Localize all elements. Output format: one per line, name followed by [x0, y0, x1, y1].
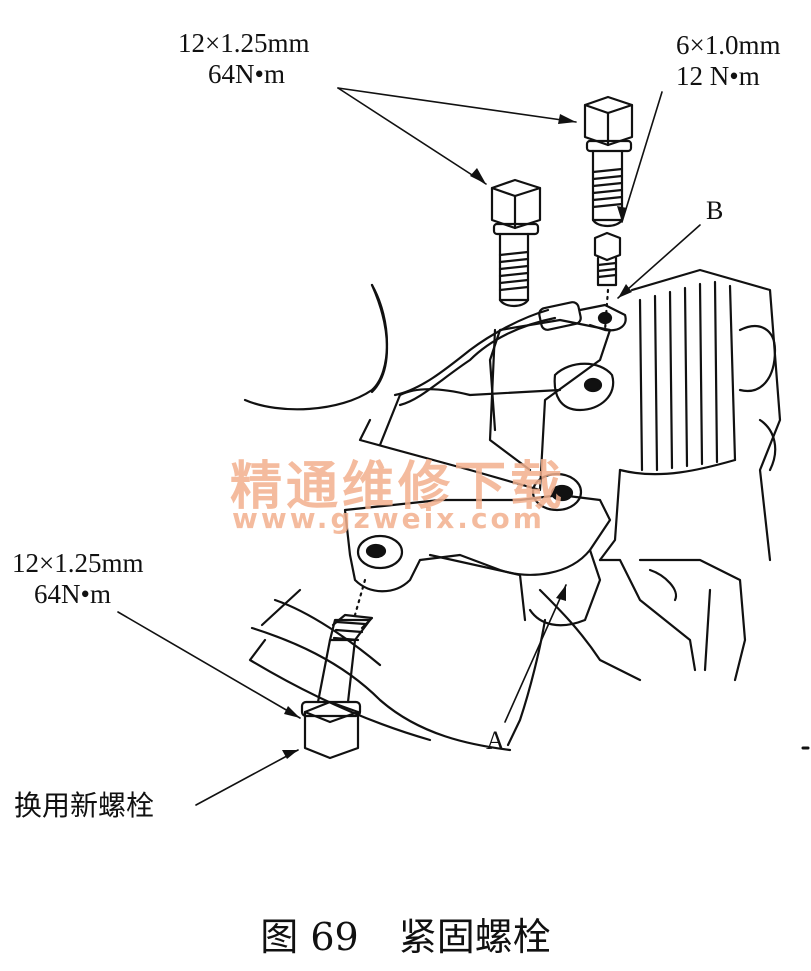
leader-arrowheads — [282, 114, 632, 759]
label-b: B — [706, 196, 724, 225]
callout-bolt-top-left: 12×1.25mm 64N•m — [178, 28, 309, 90]
figure-title: 紧固螺栓 — [398, 915, 551, 959]
figure-number: 图 69 — [260, 915, 359, 959]
left-pulley-housing — [243, 283, 512, 752]
replace-bolt-note: 换用新螺栓 — [14, 789, 155, 822]
ground-wire — [393, 301, 627, 407]
bolt-axis-lines — [353, 288, 610, 617]
engine-block — [598, 268, 782, 682]
bolt-spec-label: 6×1.0mm — [676, 30, 781, 60]
bolt-spec-label: 12×1.25mm — [12, 548, 144, 578]
bolt-top-right — [583, 95, 634, 228]
bolt-torque-label: 12 N•m — [676, 61, 760, 91]
watermark-title: 精通维修下载 — [230, 457, 567, 517]
callout-bolt-top-right: 6×1.0mm 12 N•m — [676, 30, 780, 92]
bolt-bottom — [300, 613, 374, 760]
bolt-top-left — [490, 178, 542, 308]
watermark-url: www.gzweix.com — [232, 502, 545, 535]
leader-lines — [117, 87, 701, 806]
bolt-torque-label: 64N•m — [34, 579, 111, 609]
bolt-small — [593, 231, 622, 287]
bolt-torque-label: 64N•m — [208, 59, 285, 89]
label-a: A — [486, 726, 505, 755]
figure-caption: 图 69 紧固螺栓 — [0, 906, 811, 961]
callout-bolt-bottom: 12×1.25mm 64N•m — [12, 548, 143, 610]
bolt-spec-label: 12×1.25mm — [178, 28, 310, 58]
